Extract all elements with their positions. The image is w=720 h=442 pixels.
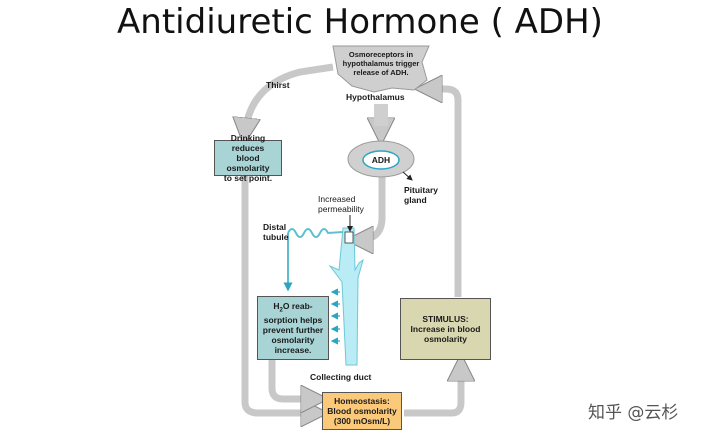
- permeability-label: Increased permeability: [318, 194, 364, 214]
- h2o-line: H2O reab-: [273, 300, 313, 314]
- adh-oval: [362, 150, 400, 170]
- hypothalamus-shape: [332, 45, 430, 93]
- watermark-text: 知乎 @云杉: [588, 403, 679, 423]
- distal-tubule-label: Distal tubule: [263, 222, 289, 242]
- osmoreceptors-text: Osmoreceptors in hypothalamus trigger re…: [342, 50, 420, 77]
- adh-to-duct-arrow: [358, 174, 386, 240]
- thirst-label: Thirst: [266, 80, 290, 90]
- thirst-arrow: [245, 63, 334, 133]
- water-reabsorption-box: H2O reab- sorption helps prevent further…: [257, 296, 329, 360]
- reabsorption-to-homeostasis-arrow: [268, 360, 316, 399]
- distal-tubule: [287, 228, 344, 238]
- stimulus-to-hypothalamus-arrow: [427, 89, 462, 297]
- membrane-marker: [344, 231, 354, 244]
- feedback-loop-arrows: [241, 63, 462, 417]
- pituitary-gland: [347, 104, 415, 178]
- water-reabsorption-arrows: [330, 288, 340, 345]
- drinking-box: Drinking reduces blood osmolarity to set…: [214, 133, 282, 183]
- h2o-rest: sorption helps prevent further osmolarit…: [262, 315, 324, 356]
- page-title: Antidiuretic Hormone ( ADH): [117, 2, 603, 42]
- pituitary-label: Pituitary gland: [404, 185, 439, 205]
- collecting-duct: [328, 227, 364, 366]
- hypothalamus-label: Hypothalamus: [346, 92, 405, 102]
- pituitary-pointer: [402, 171, 413, 181]
- homeostasis-to-stimulus-arrow: [404, 366, 461, 417]
- stimulus-box: STIMULUS: Increase in blood osmolarity: [400, 298, 491, 360]
- collecting-duct-label: Collecting duct: [310, 372, 372, 382]
- drinking-to-homeostasis-arrow: [241, 176, 316, 413]
- homeostasis-box: Homeostasis: Blood osmolarity (300 mOsm/…: [322, 392, 402, 430]
- adh-label: ADH: [371, 155, 391, 165]
